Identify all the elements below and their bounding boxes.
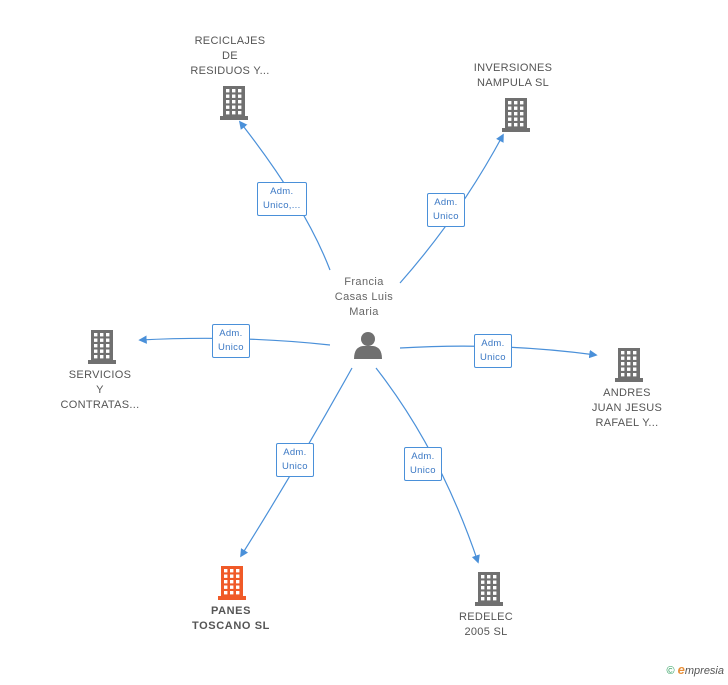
brand-logo[interactable]: empresia	[677, 662, 724, 677]
edge-label-panes[interactable]: Adm. Unico	[276, 443, 314, 477]
edge-label-reciclajes[interactable]: Adm. Unico,...	[257, 182, 307, 216]
company-label-panes[interactable]: PANES TOSCANO SL	[192, 605, 270, 632]
company-label-servicios[interactable]: SERVICIOS Y CONTRATAS...	[60, 369, 140, 411]
center-person-name: Francia Casas Luis Maria	[334, 276, 394, 318]
building-icon[interactable]	[218, 566, 246, 600]
edge-label-servicios[interactable]: Adm. Unico	[212, 324, 250, 358]
company-label-redelec[interactable]: REDELEC 2005 SL	[458, 611, 514, 638]
edge-label-andres[interactable]: Adm. Unico	[474, 334, 512, 368]
footer-credit: © empresia	[666, 662, 724, 677]
building-icon[interactable]	[220, 86, 248, 120]
person-icon[interactable]	[354, 332, 382, 359]
company-label-inversiones[interactable]: INVERSIONES NAMPULA SL	[473, 62, 553, 89]
building-icon[interactable]	[88, 330, 116, 364]
company-label-reciclajes[interactable]: RECICLAJES DE RESIDUOS Y...	[190, 35, 270, 77]
building-icon[interactable]	[502, 98, 530, 132]
copyright-symbol: ©	[666, 665, 675, 677]
company-label-andres[interactable]: ANDRES JUAN JESUS RAFAEL Y...	[591, 387, 663, 429]
edge-label-inversiones[interactable]: Adm. Unico	[427, 193, 465, 227]
building-icon[interactable]	[475, 572, 503, 606]
edge-label-redelec[interactable]: Adm. Unico	[404, 447, 442, 481]
building-icon[interactable]	[615, 348, 643, 382]
